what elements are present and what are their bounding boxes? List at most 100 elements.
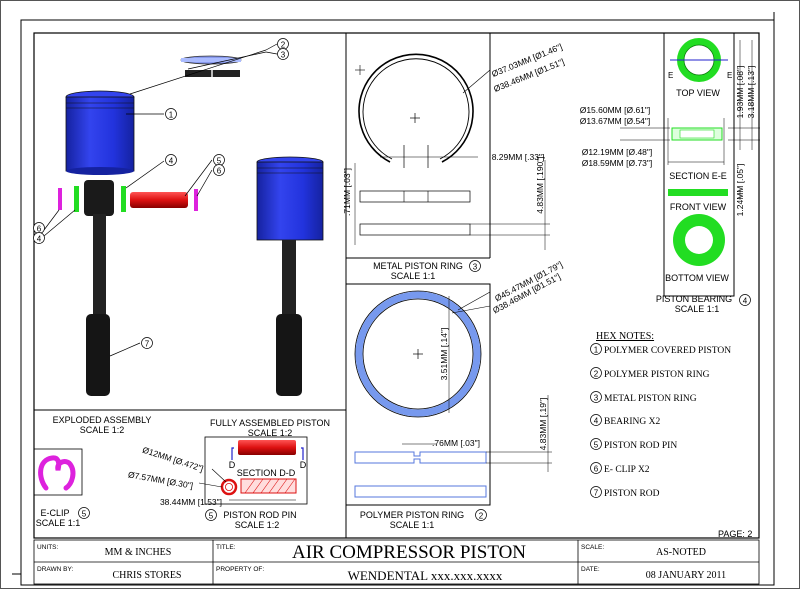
svg-text:4: 4 [594, 417, 599, 426]
balloon-3: 3 [277, 48, 289, 60]
assembled-title: FULLY ASSEMBLED PISTON [210, 418, 330, 428]
balloon-4: 4 [165, 154, 177, 166]
scale-value: AS-NOTED [656, 547, 706, 558]
eclip-title: E-CLIP [40, 508, 69, 518]
polymer-dim-height: 4.83MM [.19"] [538, 398, 548, 451]
date-value: 08 JANUARY 2011 [646, 570, 726, 581]
note-item: 7 PISTON ROD [590, 486, 660, 499]
pin-dim-id: Ø7.57MM [Ø.30"] [127, 469, 194, 490]
svg-text:5: 5 [217, 157, 222, 166]
balloon-1: 1 [165, 108, 177, 120]
svg-text:2: 2 [281, 41, 286, 50]
svg-text:PISTON ROD: PISTON ROD [604, 489, 660, 499]
hex-notes-title: HEX NOTES: [596, 331, 654, 342]
pin-title: PISTON ROD PIN [223, 510, 296, 520]
metal-dim-gap: 8.29MM [.33"] [492, 152, 545, 162]
svg-text:E: E [727, 71, 732, 80]
eclip-view: E-CLIP 5 SCALE 1:1 [33, 448, 90, 528]
drawing-title: AIR COMPRESSOR PISTON [292, 542, 526, 563]
bearing-dim-od: Ø15.60MM [Ø.61"] [580, 105, 651, 115]
piston-part [65, 90, 135, 175]
bearing-part [74, 186, 79, 212]
eclip-scale: SCALE 1:1 [36, 518, 81, 528]
svg-text:PROPERTY OF:: PROPERTY OF: [216, 566, 264, 573]
svg-text:4: 4 [169, 157, 174, 166]
bearing-view: E E TOP VIEW Ø15.60MM [Ø.61"] Ø13.67MM [… [580, 32, 760, 314]
bearing-dim-flange-od: Ø18.59MM [Ø.73"] [582, 158, 653, 168]
bearing-dim-flange-id: Ø12.19MM [Ø.48"] [582, 147, 653, 157]
bearing-front-label: FRONT VIEW [670, 202, 727, 212]
balloon-7: 7 [141, 337, 153, 349]
metal-ring-view: Ø37.03MM [Ø1.46"] Ø38.46MM [Ø1.51"] 8.29… [342, 41, 566, 281]
pin-scale: SCALE 1:2 [235, 520, 280, 530]
svg-text:2: 2 [479, 512, 484, 521]
bearing-dim-id: Ø13.67MM [Ø.54"] [580, 116, 651, 126]
exploded-assembly: 2 3 1 4 5 6 6 4 7 EXPLODED ASSEMBLY SCAL… [33, 38, 289, 435]
svg-text:3: 3 [473, 263, 478, 272]
bearing-dim-height: 3.18MM [.13"] [746, 66, 756, 119]
note-item: 2 POLYMER PISTON RING [590, 367, 710, 380]
polymer-ring-title: POLYMER PISTON RING [360, 510, 464, 520]
svg-text:6: 6 [217, 167, 222, 176]
bearing-title: PISTON BEARING [656, 294, 732, 304]
exploded-scale: SCALE 1:2 [80, 425, 125, 435]
svg-text:E- CLIP X2: E- CLIP X2 [604, 465, 650, 475]
page-number: PAGE: 2 [718, 529, 752, 539]
balloon-4-left: 4 [33, 232, 45, 244]
svg-text:4: 4 [743, 297, 748, 306]
bearing-section-label: SECTION E-E [669, 171, 727, 181]
svg-text:POLYMER PISTON RING: POLYMER PISTON RING [604, 370, 710, 380]
balloon-2: 2 [277, 38, 289, 50]
svg-text:D: D [300, 460, 307, 470]
svg-text:3: 3 [281, 51, 286, 60]
balloon-6-left: 6 [33, 222, 45, 234]
assembled-piston: FULLY ASSEMBLED PISTON SCALE 1:2 [210, 156, 330, 438]
svg-text:SCALE:: SCALE: [581, 544, 604, 551]
svg-text:DATE:: DATE: [581, 566, 600, 573]
eclip-part [58, 188, 62, 210]
svg-text:UNITS:: UNITS: [37, 544, 59, 551]
bearing-top-label: TOP VIEW [676, 88, 720, 98]
svg-text:1: 1 [169, 111, 174, 120]
svg-text:PISTON ROD PIN: PISTON ROD PIN [604, 441, 677, 451]
svg-text:7: 7 [145, 340, 150, 349]
exploded-title: EXPLODED ASSEMBLY [53, 415, 152, 425]
metal-dim-height: 4.83MM [.190"] [535, 156, 545, 213]
title-block: UNITS: MM & INCHES DRAWN BY: CHRIS STORE… [33, 539, 760, 585]
svg-text:4: 4 [37, 235, 42, 244]
svg-text:1: 1 [594, 346, 599, 355]
polymer-dim-radial: 3.51MM [.14"] [439, 328, 449, 381]
balloon-5: 5 [213, 154, 225, 166]
bearing-bottom-label: BOTTOM VIEW [665, 273, 729, 283]
drawn-by-value: CHRIS STORES [112, 570, 181, 581]
pin-view: D D SECTION D-D Ø12MM [Ø.472"] Ø7.57MM [… [127, 436, 308, 530]
svg-text:TITLE:: TITLE: [216, 544, 236, 551]
svg-text:BEARING X2: BEARING X2 [604, 417, 660, 427]
assembled-scale: SCALE 1:2 [248, 428, 293, 438]
svg-text:5: 5 [209, 512, 214, 521]
polymer-dim-gap: .76MM [.03"] [432, 438, 480, 448]
svg-text:5: 5 [82, 510, 87, 519]
polymer-ring-view: Ø45.47MM [Ø1.79"] Ø38.46MM [Ø1.51"] 3.51… [345, 259, 564, 530]
svg-text:6: 6 [37, 225, 42, 234]
note-item: 1 POLYMER COVERED PISTON [590, 343, 731, 356]
metal-dim-thick: .71MM [.03"] [342, 168, 352, 216]
note-item: 6 E- CLIP X2 [590, 462, 650, 475]
svg-text:POLYMER COVERED PISTON: POLYMER COVERED PISTON [604, 346, 731, 356]
polymer-ring-scale: SCALE 1:1 [390, 520, 435, 530]
svg-text:7: 7 [594, 489, 599, 498]
svg-text:5: 5 [594, 441, 599, 450]
balloon-6: 6 [213, 164, 225, 176]
svg-text:2: 2 [594, 370, 599, 379]
bearing-dim-flange-t: 1.93MM [.08"] [735, 66, 745, 119]
svg-text:D: D [229, 460, 236, 470]
units-value: MM & INCHES [105, 547, 172, 558]
svg-text:METAL PISTON RING: METAL PISTON RING [604, 394, 697, 404]
note-item: 4 BEARING X2 [590, 414, 660, 427]
piston-rod-part [84, 180, 114, 396]
property-value: WENDENTAL xxx.xxx.xxxx [348, 568, 503, 583]
svg-text:6: 6 [594, 465, 599, 474]
bearing-scale: SCALE 1:1 [675, 304, 720, 314]
